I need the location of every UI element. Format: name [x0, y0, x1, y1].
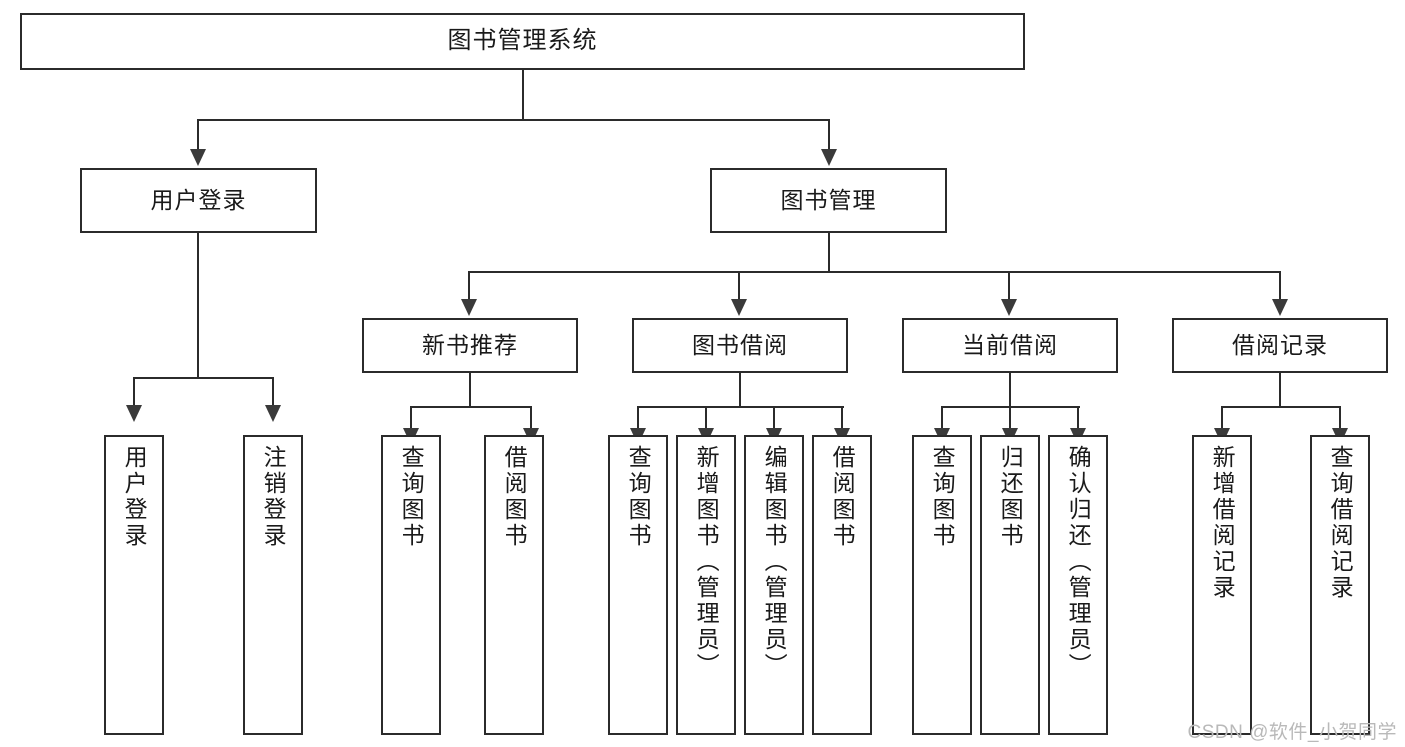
- node-label: 图书借阅: [692, 331, 788, 358]
- edge-drop-leaf-user-login-0: [133, 377, 135, 407]
- edge-user-login-bus: [134, 377, 274, 379]
- edge-drop-book-borrow: [738, 271, 740, 301]
- edge-drop-leaf-nbr-1: [530, 406, 532, 430]
- leaf-borrow-record-query-record[interactable]: 查询借阅记录: [1310, 435, 1370, 735]
- edge-book-borrow-stem: [739, 373, 741, 407]
- node-book-borrow[interactable]: 图书借阅: [632, 318, 848, 373]
- leaf-label: 借阅图书: [501, 445, 528, 549]
- arrowhead-book-management: [821, 149, 837, 166]
- arrowhead-borrow-record: [1272, 299, 1288, 316]
- node-label: 借阅记录: [1232, 331, 1328, 358]
- node-borrow-record[interactable]: 借阅记录: [1172, 318, 1388, 373]
- arrowhead-leaf-user-login-1: [265, 405, 281, 422]
- leaf-book-borrow-query-book[interactable]: 查询图书: [608, 435, 668, 735]
- edge-drop-leaf-bb-2: [773, 406, 775, 430]
- arrowhead-current-borrow: [1001, 299, 1017, 316]
- edge-drop-leaf-br-0: [1221, 406, 1223, 430]
- edge-current-borrow-stem: [1009, 373, 1011, 407]
- arrowhead-leaf-user-login-0: [126, 405, 142, 422]
- edge-book-management-bus: [469, 271, 1281, 273]
- leaf-label: 注销登录: [260, 445, 287, 549]
- leaf-book-borrow-edit-book-admin[interactable]: 编辑图书（管理员）: [744, 435, 804, 735]
- leaf-book-borrow-borrow-book[interactable]: 借阅图书: [812, 435, 872, 735]
- edge-book-borrow-bus: [638, 406, 844, 408]
- leaf-label: 查询借阅记录: [1327, 445, 1354, 601]
- node-user-login[interactable]: 用户登录: [80, 168, 317, 233]
- node-root-book-management-system[interactable]: 图书管理系统: [20, 13, 1025, 70]
- leaf-label: 查询图书: [398, 445, 425, 549]
- arrowhead-new-book-recommend: [461, 299, 477, 316]
- leaf-user-login-login[interactable]: 用户登录: [104, 435, 164, 735]
- arrowhead-user-login: [190, 149, 206, 166]
- edge-borrow-record-bus: [1222, 406, 1340, 408]
- leaf-book-borrow-add-book-admin[interactable]: 新增图书（管理员）: [676, 435, 736, 735]
- leaf-label: 查询图书: [625, 445, 652, 549]
- leaf-label: 新增图书（管理员）: [693, 445, 720, 679]
- edge-drop-borrow-record: [1279, 271, 1281, 301]
- edge-drop-leaf-bb-1: [705, 406, 707, 430]
- edge-drop-leaf-bb-0: [637, 406, 639, 430]
- edge-drop-leaf-br-1: [1339, 406, 1341, 430]
- node-label: 用户登录: [150, 186, 247, 213]
- leaf-new-book-recommend-query-book[interactable]: 查询图书: [381, 435, 441, 735]
- node-label: 新书推荐: [422, 331, 518, 358]
- edge-drop-book-management: [828, 119, 830, 151]
- leaf-label: 编辑图书（管理员）: [761, 445, 788, 679]
- edge-drop-new-book-recommend: [468, 271, 470, 301]
- node-book-management[interactable]: 图书管理: [710, 168, 947, 233]
- edge-borrow-record-stem: [1279, 373, 1281, 407]
- edge-current-borrow-bus: [942, 406, 1080, 408]
- node-new-book-recommend[interactable]: 新书推荐: [362, 318, 578, 373]
- node-current-borrow[interactable]: 当前借阅: [902, 318, 1118, 373]
- leaf-user-login-logout[interactable]: 注销登录: [243, 435, 303, 735]
- leaf-current-borrow-query-book[interactable]: 查询图书: [912, 435, 972, 735]
- edge-drop-user-login: [197, 119, 199, 151]
- leaf-label: 借阅图书: [829, 445, 856, 549]
- edge-user-login-stem: [197, 233, 199, 378]
- edge-drop-leaf-cb-1: [1009, 406, 1011, 430]
- node-label: 图书管理系统: [447, 27, 598, 55]
- leaf-borrow-record-add-record[interactable]: 新增借阅记录: [1192, 435, 1252, 735]
- arrowhead-book-borrow: [731, 299, 747, 316]
- leaf-current-borrow-confirm-return-admin[interactable]: 确认归还（管理员）: [1048, 435, 1108, 735]
- leaf-new-book-recommend-borrow-book[interactable]: 借阅图书: [484, 435, 544, 735]
- leaf-label: 查询图书: [929, 445, 956, 549]
- leaf-label: 归还图书: [997, 445, 1024, 549]
- edge-book-management-stem: [828, 233, 830, 272]
- edge-drop-leaf-cb-0: [941, 406, 943, 430]
- node-label: 当前借阅: [962, 331, 1058, 358]
- edge-new-book-recommend-bus: [411, 406, 531, 408]
- edge-root-stem: [522, 70, 524, 120]
- edge-drop-leaf-user-login-1: [272, 377, 274, 407]
- edge-drop-current-borrow: [1008, 271, 1010, 301]
- edge-drop-leaf-cb-2: [1077, 406, 1079, 430]
- csdn-watermark: CSDN @软件_小贺同学: [1187, 722, 1397, 743]
- node-label: 图书管理: [780, 186, 877, 213]
- edge-root-bus: [198, 119, 830, 121]
- leaf-label: 新增借阅记录: [1209, 445, 1236, 601]
- leaf-current-borrow-return-book[interactable]: 归还图书: [980, 435, 1040, 735]
- leaf-label: 确认归还（管理员）: [1065, 445, 1092, 679]
- leaf-label: 用户登录: [121, 445, 148, 549]
- edge-drop-leaf-bb-3: [841, 406, 843, 430]
- edge-new-book-recommend-stem: [469, 373, 471, 407]
- edge-drop-leaf-nbr-0: [410, 406, 412, 430]
